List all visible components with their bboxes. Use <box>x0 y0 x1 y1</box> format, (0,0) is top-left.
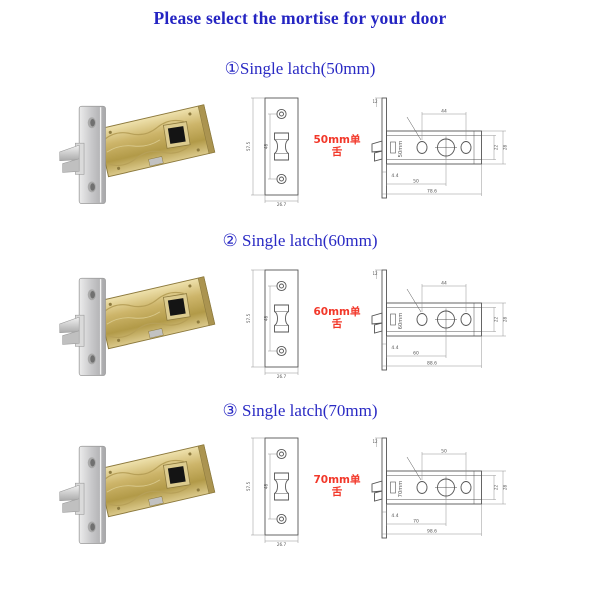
latch-side-drawing: 70mm 50 28 22 12 4.4 70 98.6 <box>371 437 508 539</box>
side-outline <box>371 437 482 539</box>
dim-backset: 70 <box>413 519 419 525</box>
side-outline <box>371 269 482 371</box>
latch-body <box>96 276 216 350</box>
side-outline <box>371 97 482 199</box>
dim-plate-height: 57.5 <box>246 482 251 492</box>
faceplate-drawing: 57.5 48 26.7 <box>246 437 299 547</box>
dim-top-span: 44 <box>441 281 447 287</box>
dim-backset: 60 <box>413 351 419 357</box>
dim-inner-height: 22 <box>494 485 499 491</box>
dim-plate-thickness: 4.4 <box>391 513 398 519</box>
dim-case-height: 28 <box>503 145 508 151</box>
dim-total-length: 88.6 <box>427 361 437 367</box>
dim-case-height: 28 <box>503 317 508 323</box>
latch-body <box>96 104 216 178</box>
dim-plate-top: 12 <box>373 99 379 104</box>
latch-side-drawing: 60mm 44 28 22 12 4.4 60 88.6 <box>371 269 508 371</box>
dim-plate-width: 26.7 <box>277 542 287 547</box>
latch-bolt <box>59 482 85 515</box>
option-label-50mm[interactable]: ①Single latch(50mm) <box>224 59 376 78</box>
latch-photo <box>59 444 216 544</box>
dim-plate-thickness: 4.4 <box>391 345 398 351</box>
dim-plate-top: 12 <box>373 439 379 444</box>
latch-size-label: 70mm单舌 <box>313 474 361 498</box>
product-row: 57.5 48 26.7 60mm单舌 <box>0 261 600 383</box>
spindle-square-hole <box>162 293 191 321</box>
spindle-square-hole <box>162 461 191 489</box>
product-option-70mm: ③ Single latch(70mm) <box>0 401 600 551</box>
product-row: 57.5 48 26.7 70mm单舌 <box>0 429 600 551</box>
dimension-lines <box>375 97 506 196</box>
latch-bolt <box>59 314 85 347</box>
latch-bolt <box>59 142 85 175</box>
backset-label: 60mm <box>398 313 404 330</box>
dimension-lines <box>375 269 506 368</box>
product-option-60mm: ② Single latch(60mm) <box>0 231 600 383</box>
dim-plate-top: 12 <box>373 271 379 276</box>
dim-plate-height: 57.5 <box>246 142 251 152</box>
product-option-50mm: ①Single latch(50mm) <box>0 59 600 211</box>
product-row: 57.5 48 26.7 50mm单舌 <box>0 89 600 211</box>
dim-total-length: 98.6 <box>427 529 437 535</box>
dim-hole-spacing: 48 <box>264 144 269 150</box>
spindle-square-hole <box>162 121 191 149</box>
dim-case-height: 28 <box>503 485 508 491</box>
dimension-lines <box>375 437 506 536</box>
latch-photo <box>59 276 216 376</box>
dim-inner-height: 22 <box>494 317 499 323</box>
dim-backset: 50 <box>413 179 419 185</box>
dim-top-span: 50 <box>441 449 447 455</box>
dim-plate-thickness: 4.4 <box>391 173 398 179</box>
dim-total-length: 78.6 <box>427 189 437 195</box>
dim-plate-width: 26.7 <box>277 202 287 207</box>
dim-plate-width: 26.7 <box>277 374 287 379</box>
latch-size-label: 60mm单舌 <box>313 306 361 330</box>
latch-side-drawing: 50mm 44 28 22 12 4.4 50 78.6 <box>371 97 508 199</box>
dim-top-span: 44 <box>441 109 447 115</box>
latch-body <box>96 444 216 518</box>
dim-plate-height: 57.5 <box>246 314 251 324</box>
faceplate-drawing: 57.5 48 26.7 <box>246 269 299 379</box>
backset-label: 50mm <box>398 141 404 158</box>
latch-size-label: 50mm单舌 <box>313 134 361 158</box>
option-label-70mm[interactable]: ③ Single latch(70mm) <box>222 401 378 420</box>
dim-inner-height: 22 <box>494 145 499 151</box>
latch-photo <box>59 104 216 204</box>
backset-label: 70mm <box>398 481 404 498</box>
page-title: Please select the mortise for your door <box>153 8 447 28</box>
dim-hole-spacing: 48 <box>264 484 269 490</box>
option-label-60mm[interactable]: ② Single latch(60mm) <box>222 231 378 250</box>
dim-hole-spacing: 48 <box>264 316 269 322</box>
faceplate-drawing: 57.5 48 26.7 <box>246 97 299 207</box>
